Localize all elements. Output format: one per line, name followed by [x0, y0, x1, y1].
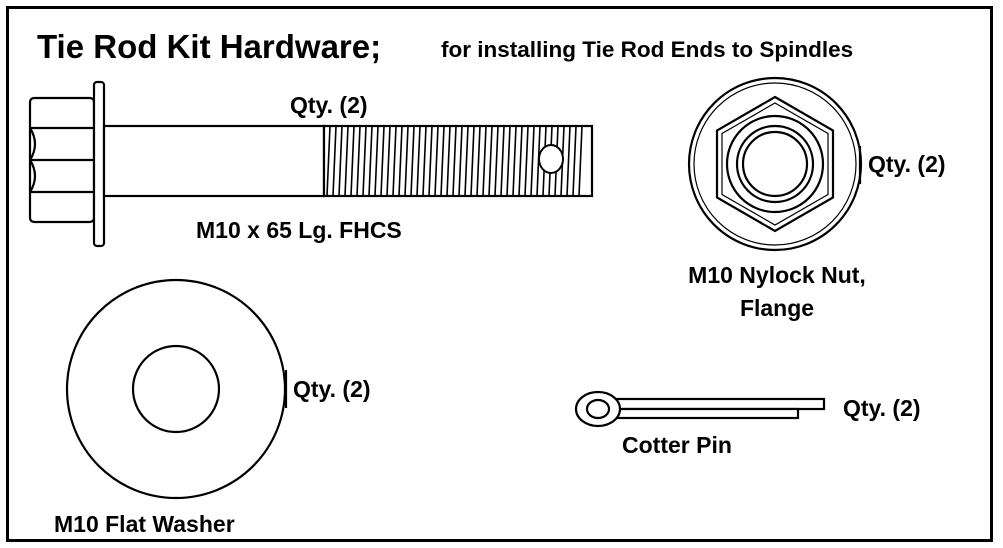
bolt-qty: Qty. (2) — [290, 92, 368, 118]
diagram-title: Tie Rod Kit Hardware; — [37, 28, 382, 65]
diagram-border — [6, 6, 993, 542]
washer-label: M10 Flat Washer — [54, 511, 235, 537]
washer-illustration — [65, 278, 288, 500]
nylock-nut-illustration — [687, 76, 863, 252]
nut-qty: Qty. (2) — [868, 151, 946, 177]
nut-label-line2: Flange — [739, 295, 815, 321]
cotter-pin-label: Cotter Pin — [622, 432, 732, 458]
cotter-pin-qty: Qty. (2) — [843, 395, 921, 421]
nut-label-line1: M10 Nylock Nut, — [688, 262, 866, 288]
diagram-subtitle: for installing Tie Rod Ends to Spindles — [441, 37, 854, 62]
washer-qty: Qty. (2) — [293, 376, 371, 402]
bolt-illustration — [28, 80, 594, 248]
cotter-pin-illustration — [574, 390, 826, 428]
bolt-label: M10 x 65 Lg. FHCS — [196, 217, 402, 243]
